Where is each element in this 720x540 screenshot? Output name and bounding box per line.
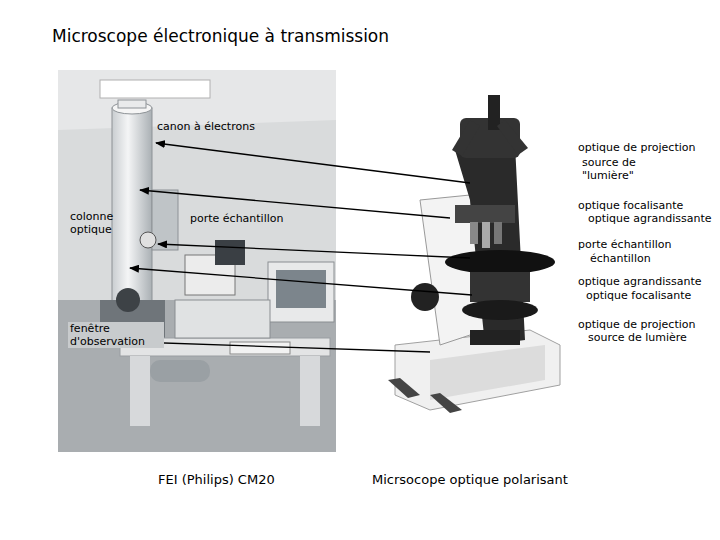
part-label: source de lumière xyxy=(588,331,687,344)
optical-microscope-photo xyxy=(388,95,560,413)
part-label: porte échantillon xyxy=(578,238,672,251)
tem-photo xyxy=(58,70,336,452)
part-label: optique de projection xyxy=(578,141,695,154)
part-label: porte échantillon xyxy=(190,212,284,225)
photo-caption: Micrsocope optique polarisant xyxy=(372,472,568,488)
part-label: optique focalisante xyxy=(586,289,691,302)
part-label: canon à électrons xyxy=(157,120,255,133)
photo-caption: FEI (Philips) CM20 xyxy=(158,472,275,488)
part-label: échantillon xyxy=(590,252,651,265)
part-label: fenêtre d'observation xyxy=(68,322,164,348)
part-label: optique agrandissante xyxy=(588,212,712,225)
part-label: colonne optique xyxy=(70,210,125,236)
title: Microscope électronique à transmission xyxy=(52,26,389,46)
part-label: optique focalisante xyxy=(578,199,683,212)
leader-arrows xyxy=(130,143,472,352)
part-label: source de "lumière" xyxy=(582,156,654,182)
part-label: optique de projection xyxy=(578,318,695,331)
part-label: optique agrandissante xyxy=(578,275,702,288)
